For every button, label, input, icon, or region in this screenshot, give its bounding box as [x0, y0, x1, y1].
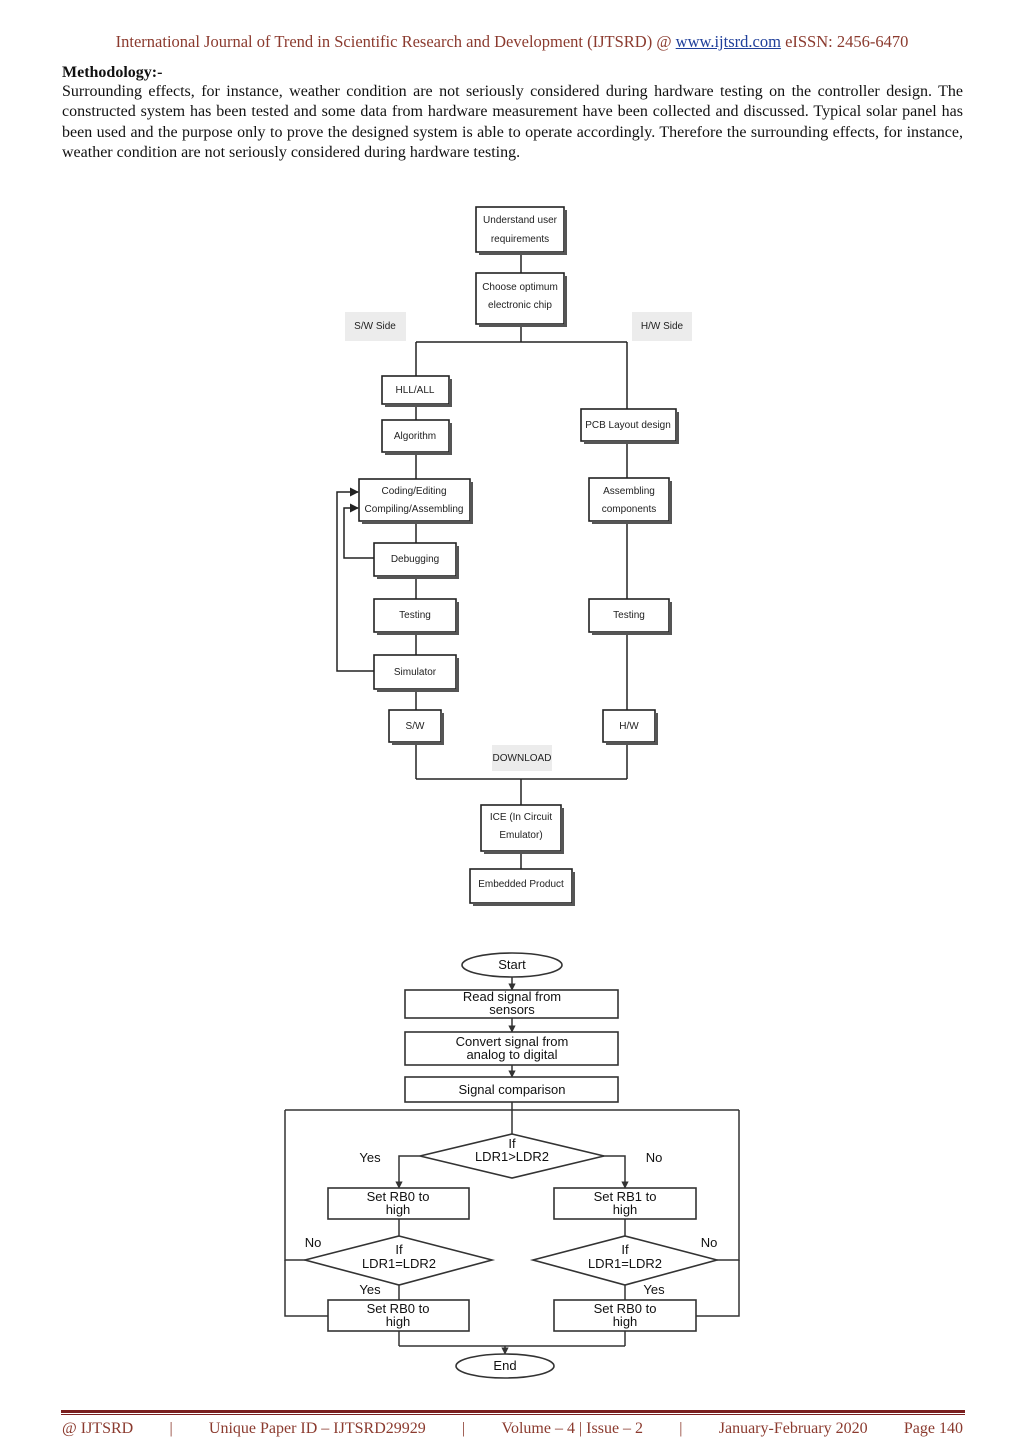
footer-separator: |	[169, 1420, 173, 1437]
set-rb1-line1: Set RB1 to	[594, 1189, 657, 1204]
ice-line2: Emulator)	[499, 830, 542, 841]
algorithm-box: Algorithm	[394, 431, 436, 442]
set-rb0-line1: Set RB0 to	[367, 1189, 430, 1204]
set-rb0-line2: high	[386, 1202, 411, 1217]
end-node: End	[493, 1358, 516, 1373]
convert-line1: Convert signal from	[456, 1034, 569, 1049]
decision1-line2: LDR1>LDR2	[475, 1149, 549, 1164]
sw-side-label: S/W Side	[354, 321, 396, 332]
embedded-product-box: Embedded Product	[478, 879, 564, 890]
understand-line1: Understand user	[483, 215, 558, 226]
no-label-top: No	[646, 1150, 663, 1165]
testing-hw-box: Testing	[613, 610, 645, 621]
decision-right-line1: If	[621, 1242, 629, 1257]
ice-line1: ICE (In Circuit	[490, 812, 552, 823]
footer-volume: Volume – 4 | Issue – 2	[501, 1420, 644, 1437]
assembling-line2: components	[602, 504, 656, 515]
read-line2: sensors	[489, 1002, 535, 1017]
decision1-line1: If	[508, 1136, 516, 1151]
choose-line2: electronic chip	[488, 300, 552, 311]
assembling-line1: Assembling	[603, 486, 655, 497]
read-line1: Read signal from	[463, 989, 561, 1004]
footer-separator: |	[462, 1420, 466, 1437]
decision-left-line2: LDR1=LDR2	[362, 1256, 436, 1271]
convert-line2: analog to digital	[466, 1047, 557, 1062]
yes-label-right: Yes	[643, 1282, 665, 1297]
hw-side-label: H/W Side	[641, 321, 684, 332]
no-label-left: No	[305, 1235, 322, 1250]
decision-right-line2: LDR1=LDR2	[588, 1256, 662, 1271]
journal-name: International Journal of Trend in Scient…	[115, 32, 672, 51]
coding-line2: Compiling/Assembling	[365, 504, 464, 515]
set-rb0-right-line1: Set RB0 to	[594, 1301, 657, 1316]
footer-page: Page 140	[903, 1420, 963, 1437]
hll-box: HLL/ALL	[396, 385, 435, 396]
footer-org: @ IJTSRD	[62, 1420, 134, 1437]
testing-sw-box: Testing	[399, 610, 431, 621]
set-rb0-left-line2: high	[386, 1314, 411, 1329]
coding-line1: Coding/Editing	[381, 486, 446, 497]
set-rb0-left-line1: Set RB0 to	[367, 1301, 430, 1316]
journal-header: International Journal of Trend in Scient…	[0, 32, 1024, 52]
start-node: Start	[498, 957, 526, 972]
page-footer: @ IJTSRD | Unique Paper ID – IJTSRD29929…	[62, 1420, 963, 1438]
footer-rule-thin	[61, 1414, 965, 1415]
sw-box: S/W	[406, 721, 425, 732]
footer-separator: |	[679, 1420, 683, 1437]
set-rb0-right-line2: high	[613, 1314, 638, 1329]
yes-label-top: Yes	[359, 1150, 381, 1165]
understand-line2: requirements	[491, 234, 549, 245]
footer-paper-id: Unique Paper ID – IJTSRD29929	[208, 1420, 426, 1437]
development-flow-diagram: Understand user requirements Choose opti…	[336, 206, 692, 906]
comparison-box: Signal comparison	[459, 1082, 566, 1097]
section-title: Methodology:-	[62, 64, 163, 81]
journal-issn: eISSN: 2456-6470	[785, 32, 909, 51]
no-label-right: No	[701, 1235, 718, 1250]
pcb-box: PCB Layout design	[585, 420, 671, 431]
download-label: DOWNLOAD	[493, 753, 552, 764]
debugging-box: Debugging	[391, 554, 439, 565]
hw-box: H/W	[619, 721, 639, 732]
decision-left-line1: If	[395, 1242, 403, 1257]
choose-line1: Choose optimum	[482, 282, 558, 293]
journal-url-link[interactable]: www.ijtsrd.com	[675, 32, 781, 51]
set-rb1-line2: high	[613, 1202, 638, 1217]
control-flowchart: Start Read signal from sensors Convert s…	[284, 952, 740, 1379]
simulator-box: Simulator	[394, 667, 437, 678]
footer-rule	[61, 1410, 965, 1413]
methodology-paragraph: Surrounding effects, for instance, weath…	[62, 83, 963, 161]
yes-label-left: Yes	[359, 1282, 381, 1297]
footer-date: January-February 2020	[718, 1420, 868, 1437]
